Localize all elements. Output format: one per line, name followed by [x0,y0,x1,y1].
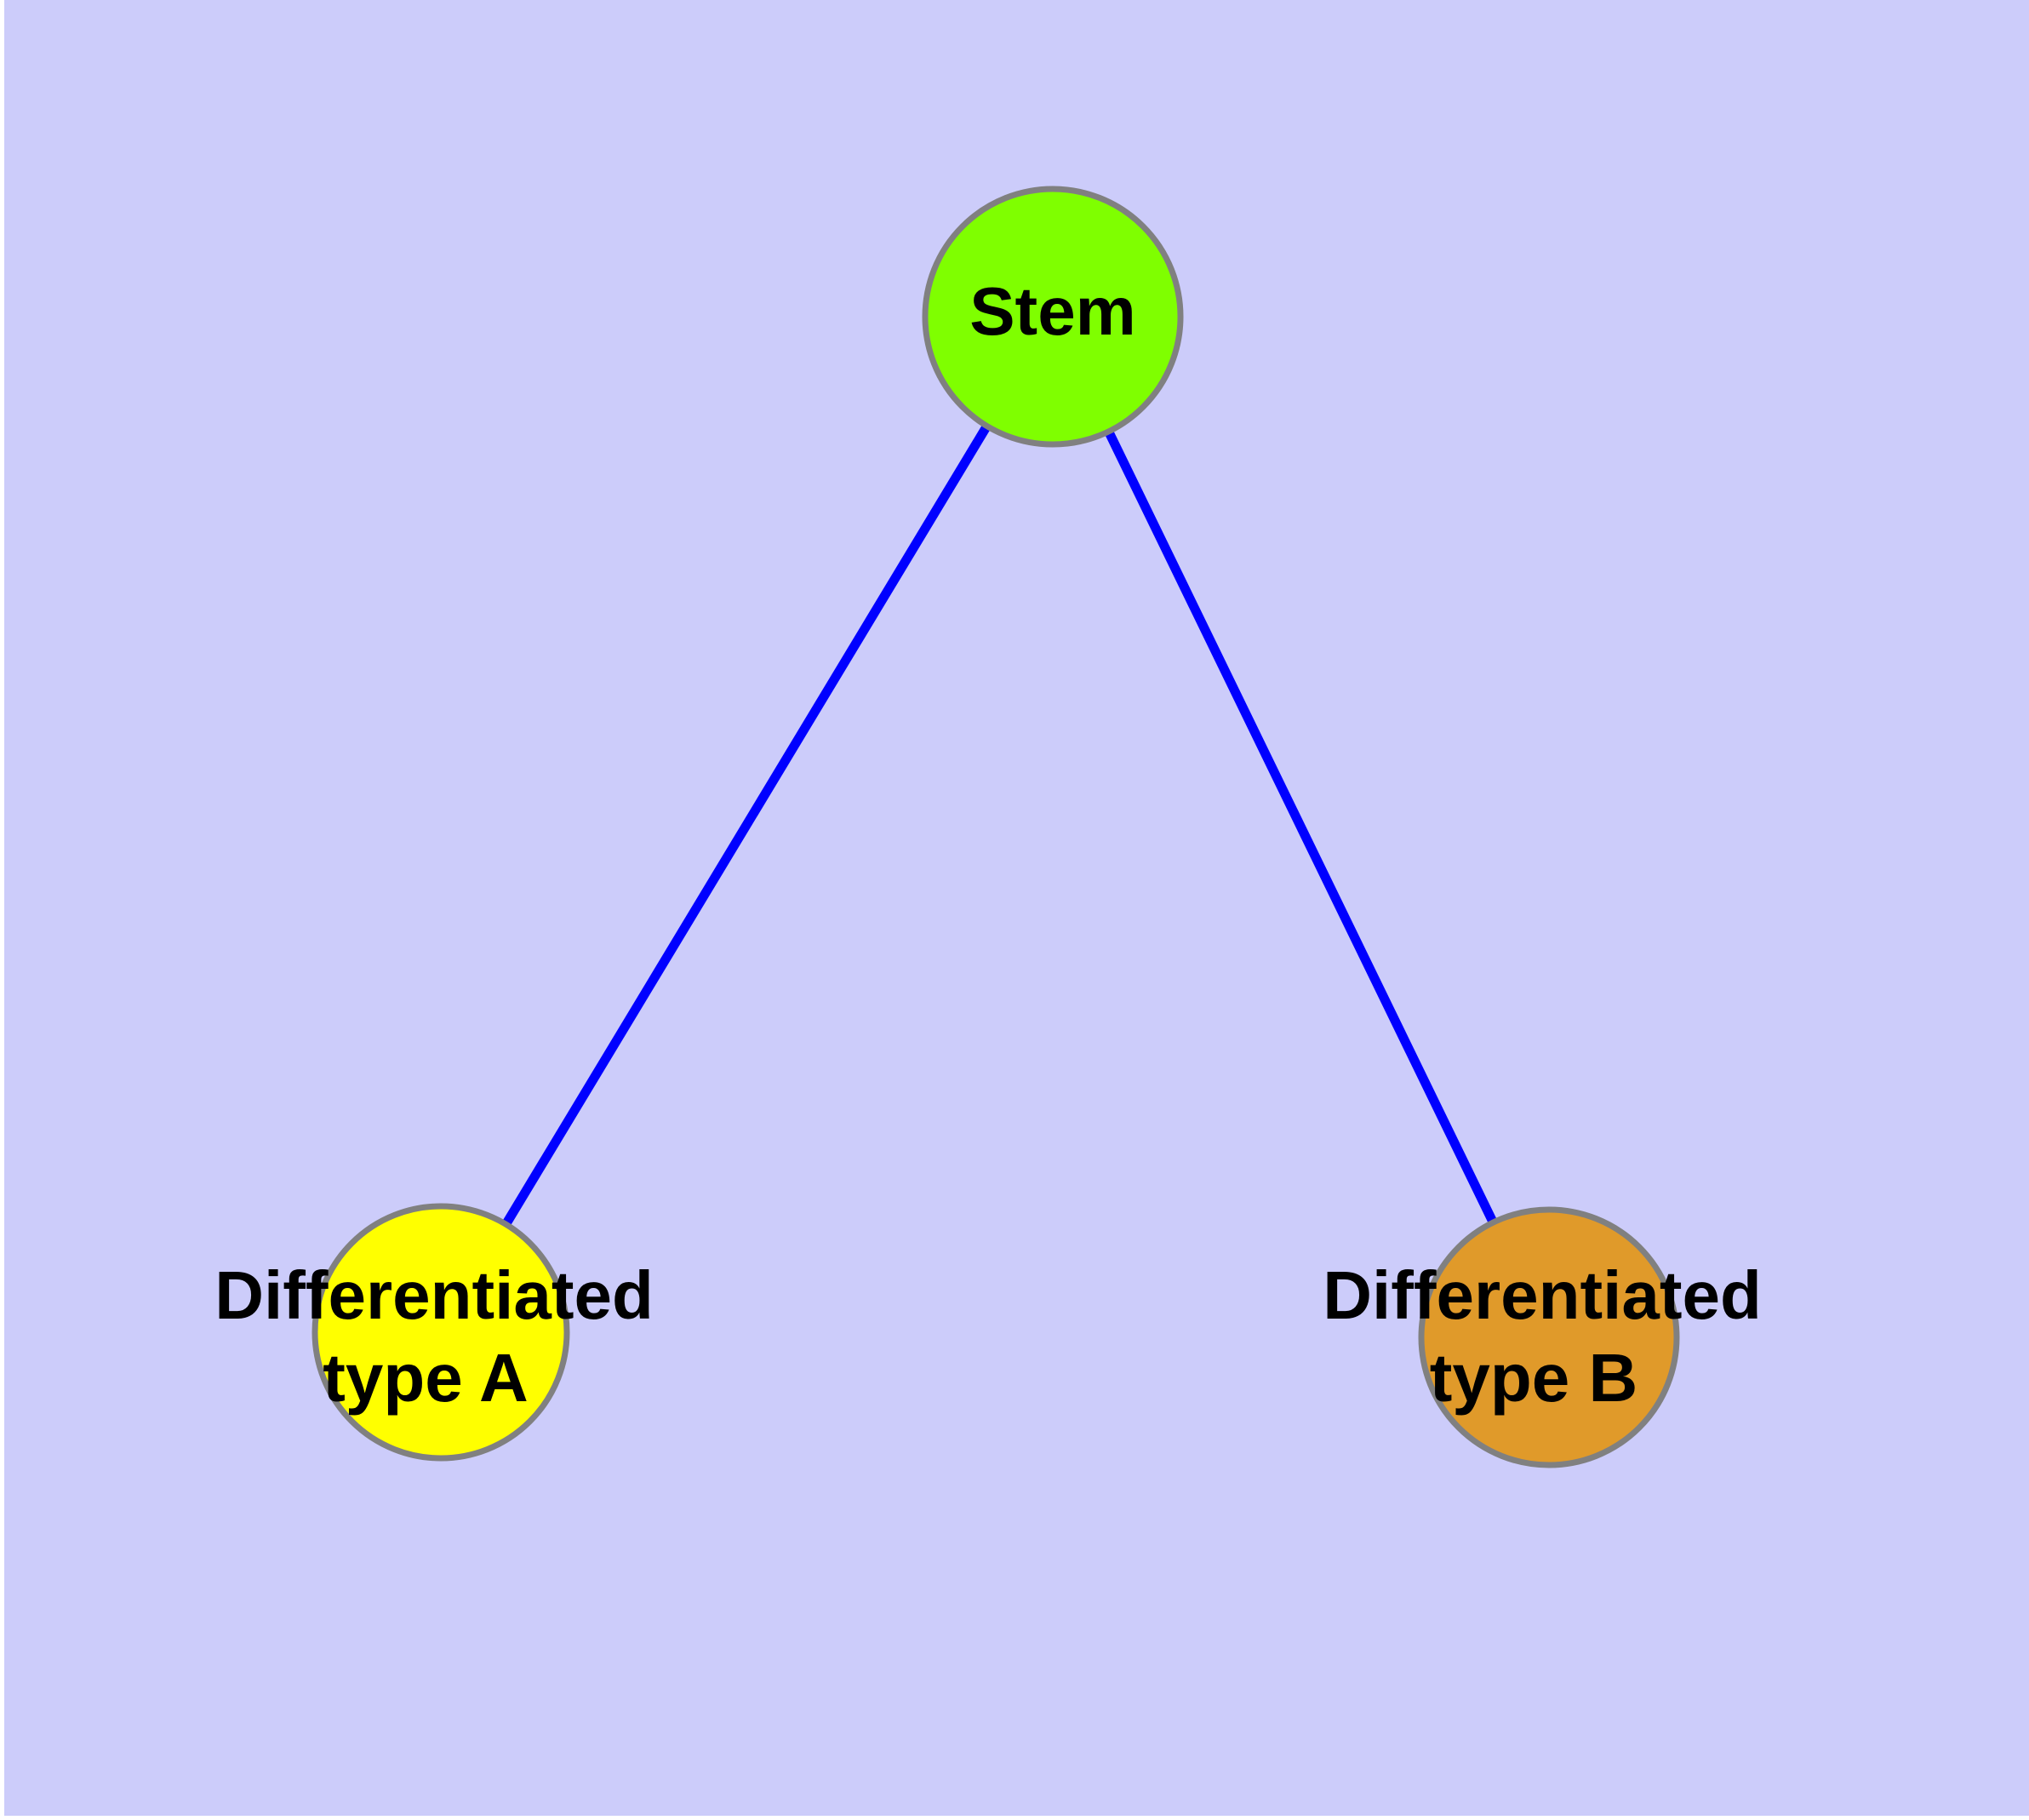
node-circle-stem[interactable] [922,186,1184,448]
node-label-differentiated-type-a-line2: type A [323,1340,529,1416]
node-circle-differentiated-type-b[interactable] [1418,1206,1680,1468]
node-layer [311,186,1680,1468]
edge-stem-to-differentiated-type-b[interactable] [1049,314,1553,1340]
node-label-stem: Stem [969,273,1136,349]
node-label-differentiated-type-a-line1: Differentiated [214,1257,654,1333]
node-label-layer: Stem Differentiated type A Differentiate… [214,273,1762,1416]
edge-layer [437,314,1553,1340]
node-label-differentiated-type-b-line2: type B [1430,1340,1638,1416]
node-label-differentiated-type-b-line1: Differentiated [1323,1257,1762,1333]
edge-stem-to-differentiated-type-a[interactable] [437,314,1057,1335]
node-circle-differentiated-type-a[interactable] [311,1203,570,1462]
